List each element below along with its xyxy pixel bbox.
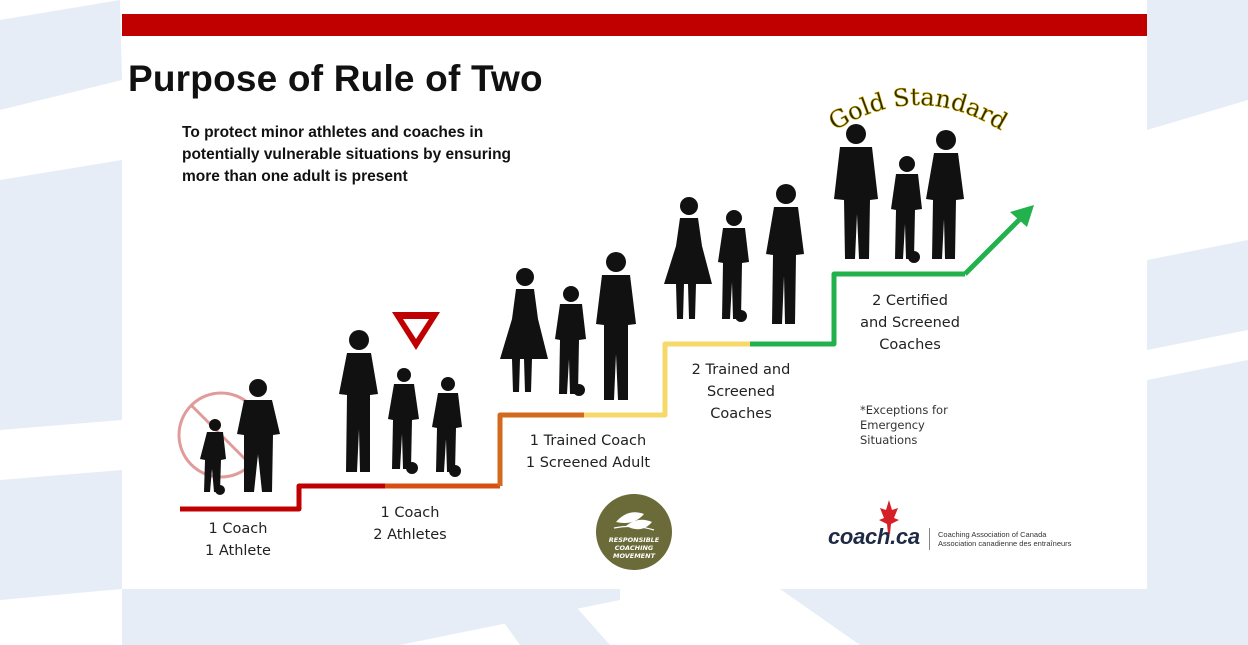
step-1-line-1: 1 Coach xyxy=(208,521,268,537)
step-label-5: 2 Certified and Screened Coaches xyxy=(840,290,980,356)
silhouette-man xyxy=(834,124,878,259)
step-4-line-2: Screened xyxy=(707,384,775,400)
silhouette-coach xyxy=(339,330,378,472)
silhouette-athlete xyxy=(388,368,419,474)
silhouette-athlete xyxy=(200,419,226,495)
gold-standard-heading: Gold Standard xyxy=(824,83,1013,137)
badge-line-3: MOVEMENT xyxy=(613,552,656,560)
step-5-line-1: 2 Certified xyxy=(872,293,948,309)
yield-sign-icon xyxy=(392,312,440,350)
badge-line-2: COACHING xyxy=(615,544,654,552)
step-4-line-1: 2 Trained and xyxy=(691,362,791,378)
silhouette-athlete xyxy=(718,210,749,322)
slide-subtitle: To protect minor athletes and coaches in… xyxy=(182,124,512,185)
silhouette-coach xyxy=(237,379,280,492)
silhouette-woman xyxy=(664,197,712,319)
svg-text:Gold Standard: Gold Standard xyxy=(824,83,1012,136)
org-name-fr: Association canadienne des entraîneurs xyxy=(938,539,1072,548)
step-2-line-1: 1 Coach xyxy=(380,505,440,521)
coach-ca-logo: coach.ca Coaching Association of Canada … xyxy=(828,500,1128,556)
org-name-en: Coaching Association of Canada xyxy=(938,530,1047,539)
maple-leaf-icon xyxy=(879,500,899,534)
stair-segment-3 xyxy=(497,412,584,486)
silhouette-woman xyxy=(926,130,964,259)
header-bar xyxy=(122,14,1147,36)
stair-segment-1 xyxy=(180,483,385,512)
silhouette-woman xyxy=(766,184,804,324)
note-line-2: Emergency xyxy=(860,418,925,432)
step-2-line-2: 2 Athletes xyxy=(373,527,447,543)
silhouette-man xyxy=(596,252,636,400)
note-line-3: Situations xyxy=(860,433,918,447)
step-label-3: 1 Trained Coach 1 Screened Adult xyxy=(510,430,666,474)
silhouette-athlete xyxy=(432,377,462,477)
step-5-line-3: Coaches xyxy=(879,337,941,353)
slide-title: Purpose of Rule of Two xyxy=(128,58,543,99)
coach-ca-wordmark: coach.ca xyxy=(828,524,920,549)
stair-segment-4 xyxy=(584,341,750,418)
silhouette-athlete xyxy=(891,156,922,263)
silhouette-athlete xyxy=(555,286,586,396)
step-1-line-2: 1 Athlete xyxy=(205,543,271,559)
arrow-head-icon xyxy=(1010,205,1034,227)
exceptions-note: *Exceptions for Emergency Situations xyxy=(860,403,980,448)
staircase-diagram xyxy=(177,124,1034,512)
responsible-coaching-badge: RESPONSIBLE COACHING MOVEMENT xyxy=(596,494,672,570)
gold-standard-text: Gold Standard xyxy=(824,83,1013,137)
logo-divider xyxy=(929,528,930,550)
slide: Purpose of Rule of Two To protect minor … xyxy=(122,14,1147,589)
silhouette-woman xyxy=(500,268,548,392)
step-3-line-1: 1 Trained Coach xyxy=(529,433,647,449)
step-3-line-2: 1 Screened Adult xyxy=(525,455,651,471)
coach-ca-org-name: Coaching Association of Canada Associati… xyxy=(938,530,1138,548)
badge-line-1: RESPONSIBLE xyxy=(609,536,660,544)
step-label-4: 2 Trained and Screened Coaches xyxy=(676,359,806,425)
step-label-1: 1 Coach 1 Athlete xyxy=(180,518,296,562)
leaf-icon xyxy=(613,512,655,531)
step-5-line-2: and Screened xyxy=(860,315,960,331)
note-line-1: *Exceptions for xyxy=(860,403,948,417)
step-label-2: 1 Coach 2 Athletes xyxy=(350,502,470,546)
step-4-line-3: Coaches xyxy=(710,406,772,422)
stair-segment-5 xyxy=(750,271,965,347)
